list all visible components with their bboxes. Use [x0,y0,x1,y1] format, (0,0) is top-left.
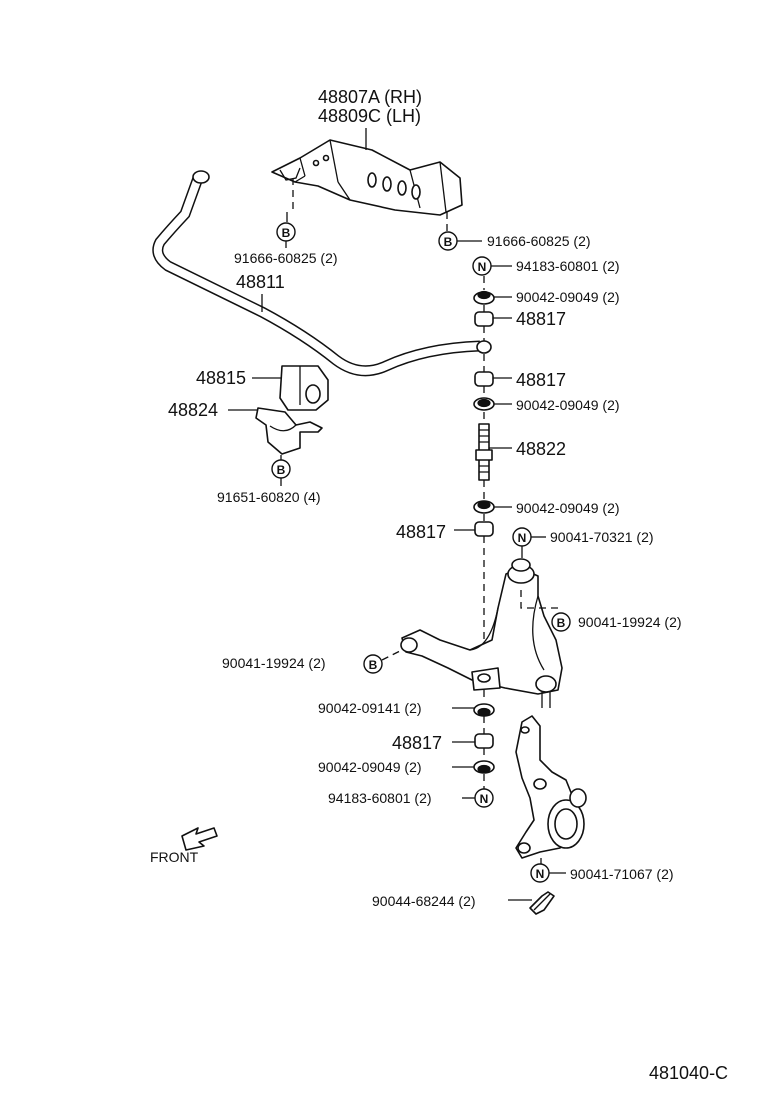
bolt-symbol: B [551,612,571,632]
label-bracket-rh: 48807A (RH) [318,87,422,107]
front-label: FRONT [150,849,199,865]
link-eye [476,340,492,354]
label-bolt-bush: 91651-60820 (4) [217,489,321,505]
svg-text:B: B [369,658,378,672]
front-arrow-icon [181,827,218,851]
svg-text:B: B [282,226,291,240]
bolt-symbol: B [363,654,383,674]
cushion[interactable] [474,371,494,387]
label-cushion-1: 48817 [516,309,566,329]
suspension-bracket[interactable] [271,139,463,216]
label-bolt-arm-front: 90041-19924 (2) [222,655,326,671]
cushion[interactable] [474,521,494,537]
label-nut-knuckle: 90041-71067 (2) [570,866,674,882]
label-retainer-2: 90042-09049 (2) [516,397,620,413]
nut-symbol: N [512,527,532,547]
retainer[interactable] [473,703,495,717]
bushing[interactable] [279,365,329,411]
label-bushing: 48815 [196,368,246,388]
bolt-symbol: B [438,231,458,251]
label-cushion-4: 48817 [392,733,442,753]
label-nut-bottom: 94183-60801 (2) [328,790,432,806]
svg-text:N: N [480,792,489,806]
cushion[interactable] [474,311,494,327]
label-retainer-4: 90042-09141 (2) [318,700,422,716]
lower-control-arm[interactable] [400,558,563,708]
diagram-code: 481040-C [649,1063,728,1083]
svg-text:B: B [557,616,566,630]
label-cushion-2: 48817 [516,370,566,390]
label-bolt-arm-rear: 90041-19924 (2) [578,614,682,630]
label-cotter-pin: 90044-68244 (2) [372,893,476,909]
retainer[interactable] [473,760,495,774]
label-retainer-1: 90042-09049 (2) [516,289,620,305]
label-stabilizer-bar: 48811 [236,272,285,292]
label-bolt-bracket-right: 91666-60825 (2) [487,233,591,249]
nut-symbol: N [530,863,550,883]
svg-text:N: N [536,867,545,881]
label-link-bolt: 48822 [516,439,566,459]
label-retainer-3: 90042-09049 (2) [516,500,620,516]
link-bolt[interactable] [475,423,493,481]
nut-symbol: N [472,256,492,276]
label-retainer-5: 90042-09049 (2) [318,759,422,775]
bolt-symbol: B [271,459,291,479]
stabilizer-bar[interactable] [152,170,481,377]
cushion[interactable] [474,733,494,749]
nut-symbol: N [474,788,494,808]
svg-text:B: B [444,235,453,249]
svg-text:N: N [478,260,487,274]
bushing-bracket[interactable] [255,407,323,455]
label-bushing-bracket: 48824 [168,400,218,420]
svg-text:B: B [277,463,286,477]
retainer[interactable] [473,500,495,514]
steering-knuckle[interactable] [515,715,587,859]
label-bracket-lh: 48809C (LH) [318,106,421,126]
svg-text:N: N [518,531,527,545]
label-nut-ball-joint: 90041-70321 (2) [550,529,654,545]
cotter-pin[interactable] [529,891,555,915]
label-cushion-3: 48817 [396,522,446,542]
retainer[interactable] [473,397,495,411]
label-bolt-bracket-left: 91666-60825 (2) [234,250,338,266]
label-nut-top: 94183-60801 (2) [516,258,620,274]
retainer[interactable] [473,290,495,305]
bolt-symbol: B [276,222,296,242]
